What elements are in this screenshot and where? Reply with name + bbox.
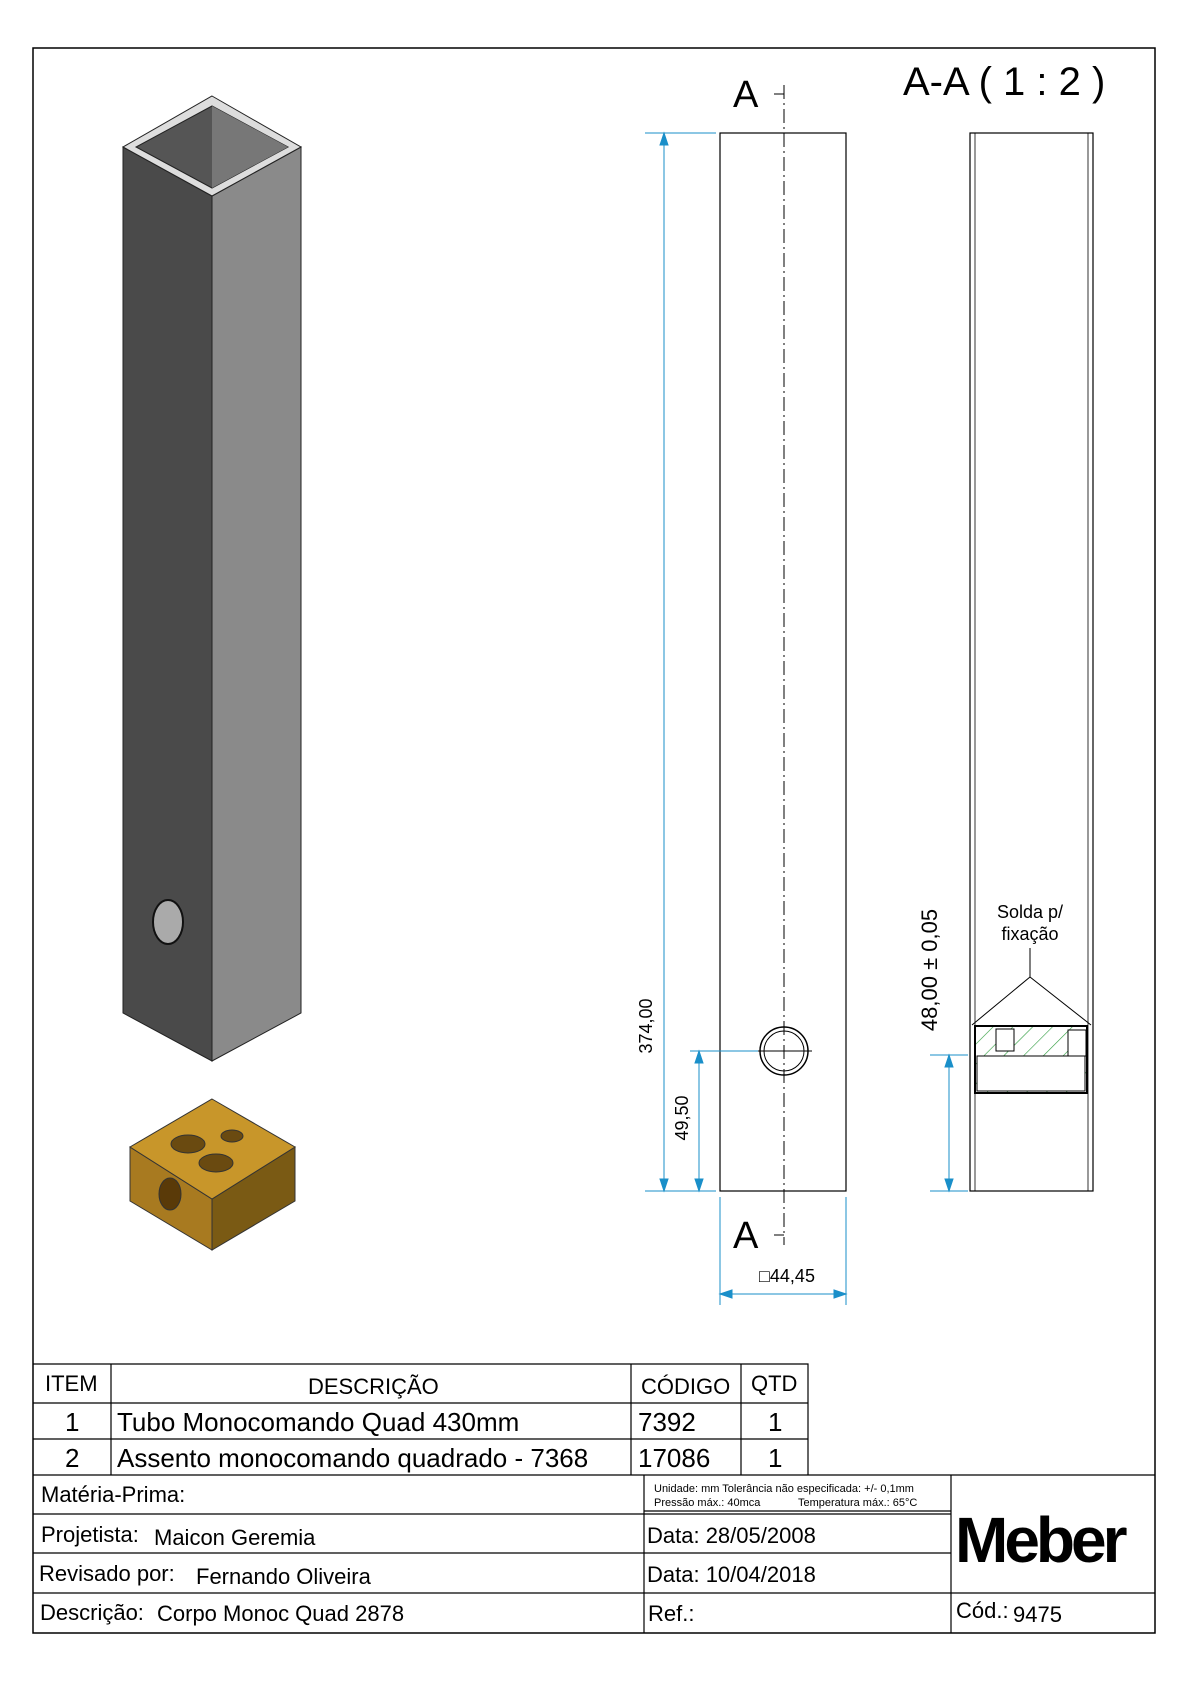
weld-note-line1: Solda p/: [996, 902, 1064, 922]
isometric-seat-block: [129, 1098, 296, 1251]
meber-logo: Meber: [955, 1504, 1127, 1576]
row2-item: 2: [65, 1443, 80, 1473]
projetista-label: Projetista:: [41, 1522, 139, 1547]
tube-hole: [152, 899, 184, 945]
front-view: [719, 85, 847, 1245]
ref-label: Ref.:: [648, 1601, 695, 1626]
revisado-value: Fernando Oliveira: [196, 1564, 371, 1589]
header-codigo: CÓDIGO: [641, 1374, 731, 1399]
table-lines: [33, 1363, 1155, 1633]
isometric-tube: [121, 95, 303, 1062]
weld-note-line2: fixação: [1001, 924, 1059, 944]
row2-code: 17086: [638, 1443, 711, 1473]
section-title: A-A ( 1 : 2 ): [903, 60, 1106, 104]
specs-line1: Unidade: mm Tolerância não especificada:…: [654, 1483, 914, 1495]
dim-hole: 49,50: [672, 1095, 692, 1141]
sheet-border: [32, 47, 1156, 1634]
descricao-value: Corpo Monoc Quad 2878: [157, 1601, 405, 1626]
cod-value: 9475: [1013, 1602, 1062, 1627]
dim-length: 374,00: [636, 998, 656, 1054]
dim-width: □44,45: [759, 1266, 815, 1286]
header-descricao: DESCRIÇÃO: [308, 1374, 439, 1399]
section-label-top: A: [733, 74, 759, 116]
header-item: ITEM: [45, 1371, 98, 1396]
materia-label: Matéria-Prima:: [41, 1482, 186, 1507]
row1-qty: 1: [768, 1407, 783, 1437]
row1-desc: Tubo Monocomando Quad 430mm: [117, 1407, 520, 1437]
data-creation: Data: 28/05/2008: [647, 1523, 816, 1548]
data-revision: Data: 10/04/2018: [647, 1562, 816, 1587]
revisado-label: Revisado por:: [39, 1561, 175, 1586]
descricao-label: Descrição:: [40, 1600, 144, 1625]
dimensions: [645, 131, 968, 1305]
row2-qty: 1: [768, 1443, 783, 1473]
specs-pressure: Pressão máx.: 40mca: [654, 1497, 761, 1509]
dim-seat: 48,00 ± 0,05: [917, 908, 942, 1032]
row1-code: 7392: [638, 1407, 696, 1437]
cod-label: Cód.:: [956, 1598, 1009, 1623]
section-label-bottom: A: [733, 1215, 759, 1257]
specs-temperature: Temperatura máx.: 65°C: [798, 1497, 918, 1509]
row2-desc: Assento monocomando quadrado - 7368: [117, 1443, 589, 1473]
section-view: [969, 132, 1094, 1192]
projetista-value: Maicon Geremia: [154, 1525, 316, 1550]
row1-item: 1: [65, 1407, 80, 1437]
header-qtd: QTD: [751, 1371, 798, 1396]
